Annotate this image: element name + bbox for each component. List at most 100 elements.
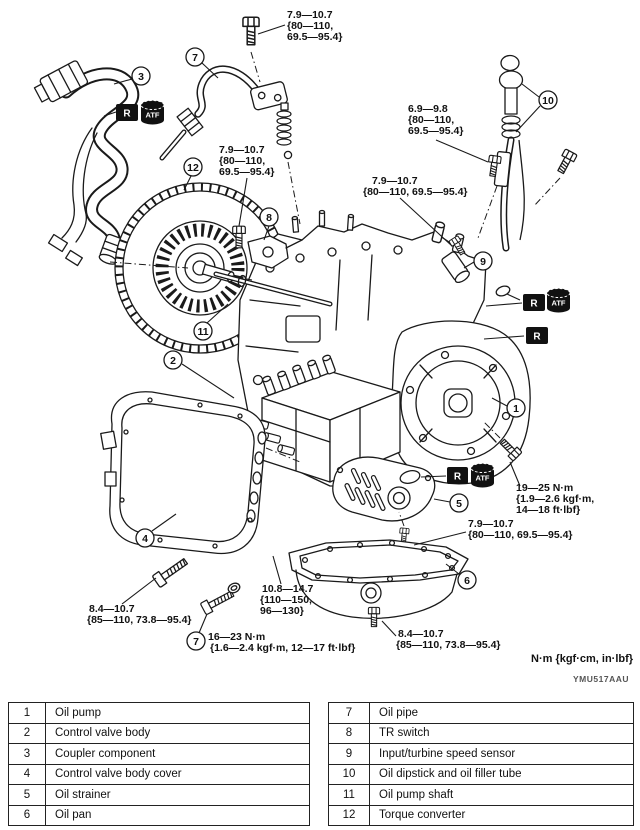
legend-row: 1 Oil pump [8,702,310,724]
part-name: Oil dipstick and oil filler tube [369,763,634,785]
callout-9: 9 [473,251,493,271]
torque-value: {80—110, [408,114,454,126]
part-number: 11 [328,784,370,806]
part-number: 12 [328,804,370,826]
part-name: Control valve body [45,722,310,744]
callout-number: 9 [480,256,486,268]
oil-pan [288,539,469,619]
callout-number: 4 [142,533,148,545]
torque-value: 16—23 N·m [208,631,265,643]
r-badge-label: R [530,299,538,310]
r-badge: R [447,467,468,484]
legend-row: 3 Coupler component [8,743,310,765]
callout-number: 10 [542,95,554,107]
coupler-component [33,60,140,267]
torque-label-strainer-bolt: 7.9—10.7 {80—110, 69.5—95.4} [468,518,573,541]
oil-dipstick-and-filler-tube [493,54,525,252]
part-name: Oil strainer [45,784,310,806]
callout-5: 5 [449,493,469,513]
part-number: 4 [8,763,46,785]
legend-row: 12 Torque converter [328,804,634,826]
part-name: Input/turbine speed sensor [369,743,634,765]
bolt [554,148,578,176]
callout-number: 11 [197,326,208,338]
legend-row: 7 Oil pipe [328,702,634,724]
oil-pump-bell-housing [390,285,531,485]
atf-badge: ATF [470,463,495,488]
torque-value: 7.9—10.7 [287,9,333,21]
torque-value: 14—18 ft·lbf} [516,504,580,516]
torque-value: {110—150, [260,594,312,606]
r-badge: R [526,327,548,344]
torque-label-filler-tube-bolt: 6.9—9.8 {80—110, 69.5—95.4} [408,103,463,137]
legend-row: 2 Control valve body [8,722,310,744]
callout-7-bottom: 7 [186,631,206,651]
washer [227,582,241,594]
torque-value: 8.4—10.7 [89,603,135,615]
r-badge: R [116,104,138,121]
leader-lines [103,24,541,637]
figure-code: YMU517AAU [573,674,629,684]
legend-table-right: 7 Oil pipe 8 TR switch 9 Input/turbine s… [328,702,634,826]
callout-7-top: 7 [185,47,205,67]
atf-badge-label: ATF [551,299,565,308]
part-number: 1 [8,702,46,724]
r-badge-label: R [533,332,541,343]
r-badge-label: R [123,109,131,120]
legend-row: 4 Control valve body cover [8,763,310,785]
torque-unit-note: N·m {kgf·cm, in·lbf} [531,653,634,665]
callout-number: 5 [456,498,462,510]
callout-10: 10 [538,90,558,110]
callout-number: 2 [170,355,176,367]
torque-value: 10.8—14.7 [262,583,314,595]
torque-label-pressure-plug: 16—23 N·m {1.6—2.4 kgf·m, 12—17 ft·lbf} [208,631,355,654]
control-valve-body-cover [100,391,267,555]
callout-6: 6 [457,570,477,590]
r-badge-label: R [454,472,462,483]
torque-label-speed-sensor-bolt: 7.9—10.7 {80—110, 69.5—95.4} [363,175,468,198]
callout-1: 1 [506,398,526,418]
callout-number: 8 [266,212,272,224]
torque-value: 69.5—95.4} [408,125,463,137]
legend-row: 8 TR switch [328,722,634,744]
part-name: Oil pipe [369,702,634,724]
torque-value: {80—110, 69.5—95.4} [363,186,468,198]
legend-row: 9 Input/turbine speed sensor [328,743,634,765]
callout-number: 7 [193,636,199,648]
torque-value: {80—110, [287,20,333,32]
harness-connector [33,60,89,103]
part-name: Control valve body cover [45,763,310,785]
torque-value: 69.5—95.4} [219,166,274,178]
torque-label-oil-pan-bolt: 10.8—14.7 {110—150, 96—130} [260,583,314,617]
torque-label-oil-pump-bolt: 19—25 N·m {1.9—2.6 kgf·m, 14—18 ft·lbf} [516,482,594,516]
pipe-union [176,107,204,137]
bolt [151,554,191,589]
callout-number: 12 [187,162,199,174]
callout-4: 4 [135,528,155,548]
torque-label-valve-cover-bolt: 8.4—10.7 {85—110, 73.8—95.4} [87,603,192,626]
input-turbine-speed-sensor [441,251,470,284]
exploded-diagram: R ATF R ATF R R ATF 1 2 3 4 [33,9,634,684]
banjo-fitting [250,81,288,111]
callout-number: 3 [138,71,144,83]
torque-label-oil-pipe-upper-bolt: 7.9—10.7 {80—110, 69.5—95.4} [287,9,342,43]
torque-value: 7.9—10.7 [219,144,265,156]
assembly-dashed-lines [109,51,561,527]
part-name: Oil pump [45,702,310,724]
torque-value: 7.9—10.7 [372,175,418,187]
tr-switch [247,235,303,269]
torque-label-drain-bolt: 8.4—10.7 {85—110, 73.8—95.4} [396,628,501,651]
part-name: Oil pump shaft [369,784,634,806]
torque-value: 19—25 N·m [516,482,573,494]
part-name: Coupler component [45,743,310,765]
atf-badge-label: ATF [145,111,159,120]
callout-number: 7 [192,52,198,64]
torque-value: {80—110, 69.5—95.4} [468,529,573,541]
part-number: 10 [328,763,370,785]
callout-number: 6 [464,575,470,587]
r-badge: R [523,294,545,311]
torque-value: 69.5—95.4} [287,31,342,43]
callout-8: 8 [259,207,279,227]
torque-value: {1.9—2.6 kgf·m, [516,493,594,505]
oil-pipe [159,65,288,161]
